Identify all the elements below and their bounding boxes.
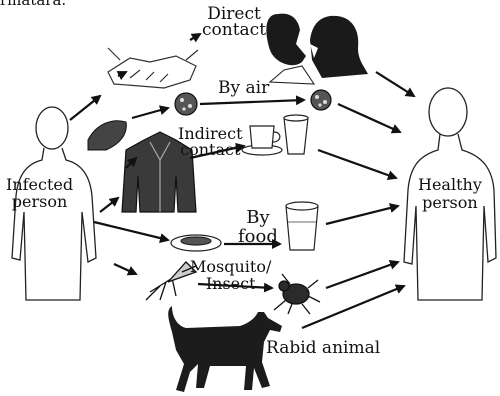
arrow-to-air [132, 108, 168, 118]
route-label-by-food: By food [238, 208, 278, 246]
cup-and-saucer-icon [242, 126, 282, 155]
route-label-by-air: By air [218, 80, 269, 97]
water-glass-icon-food [286, 202, 318, 250]
air-germ-left-icon [175, 93, 197, 115]
route-label-rabid-animal: Rabid animal [266, 340, 380, 357]
infected-person-label: Infected person [6, 176, 73, 210]
arrow-to-handshake [70, 96, 100, 120]
arrow-to-indirect [100, 198, 118, 212]
arrow-to-kiss [190, 34, 200, 40]
route-label-indirect-contact: Indirect contact [178, 126, 243, 158]
plate-icon [171, 235, 221, 251]
water-glass-icon-upper [284, 115, 308, 154]
arrow-air-link [200, 100, 304, 104]
arrow-direct-to-healthy [376, 72, 414, 96]
arrow-animal-to-healthy [302, 286, 404, 328]
arrow-to-mosquito [114, 264, 136, 274]
arrow-insect-to-healthy [326, 262, 398, 288]
route-label-mosquito-insect: Mosquito/ Insect [190, 258, 271, 292]
handshake-icon [108, 48, 198, 88]
rabid-dog-icon [168, 306, 282, 392]
insect-icon [274, 274, 320, 314]
arrow-food-to-healthy [326, 206, 398, 224]
route-label-direct-contact: Direct contact [202, 6, 266, 38]
arrow-indirect-to-healthy [318, 150, 396, 178]
handkerchief-icon [88, 121, 126, 150]
kissing-couple-icon [266, 14, 368, 84]
arrows-in [302, 72, 414, 328]
arrow-to-plate [94, 222, 168, 240]
arrow-air-to-healthy [338, 104, 400, 132]
healthy-person-label: Healthy person [418, 176, 482, 212]
mosquito-icon [146, 262, 196, 300]
air-germ-right-icon [311, 90, 331, 110]
